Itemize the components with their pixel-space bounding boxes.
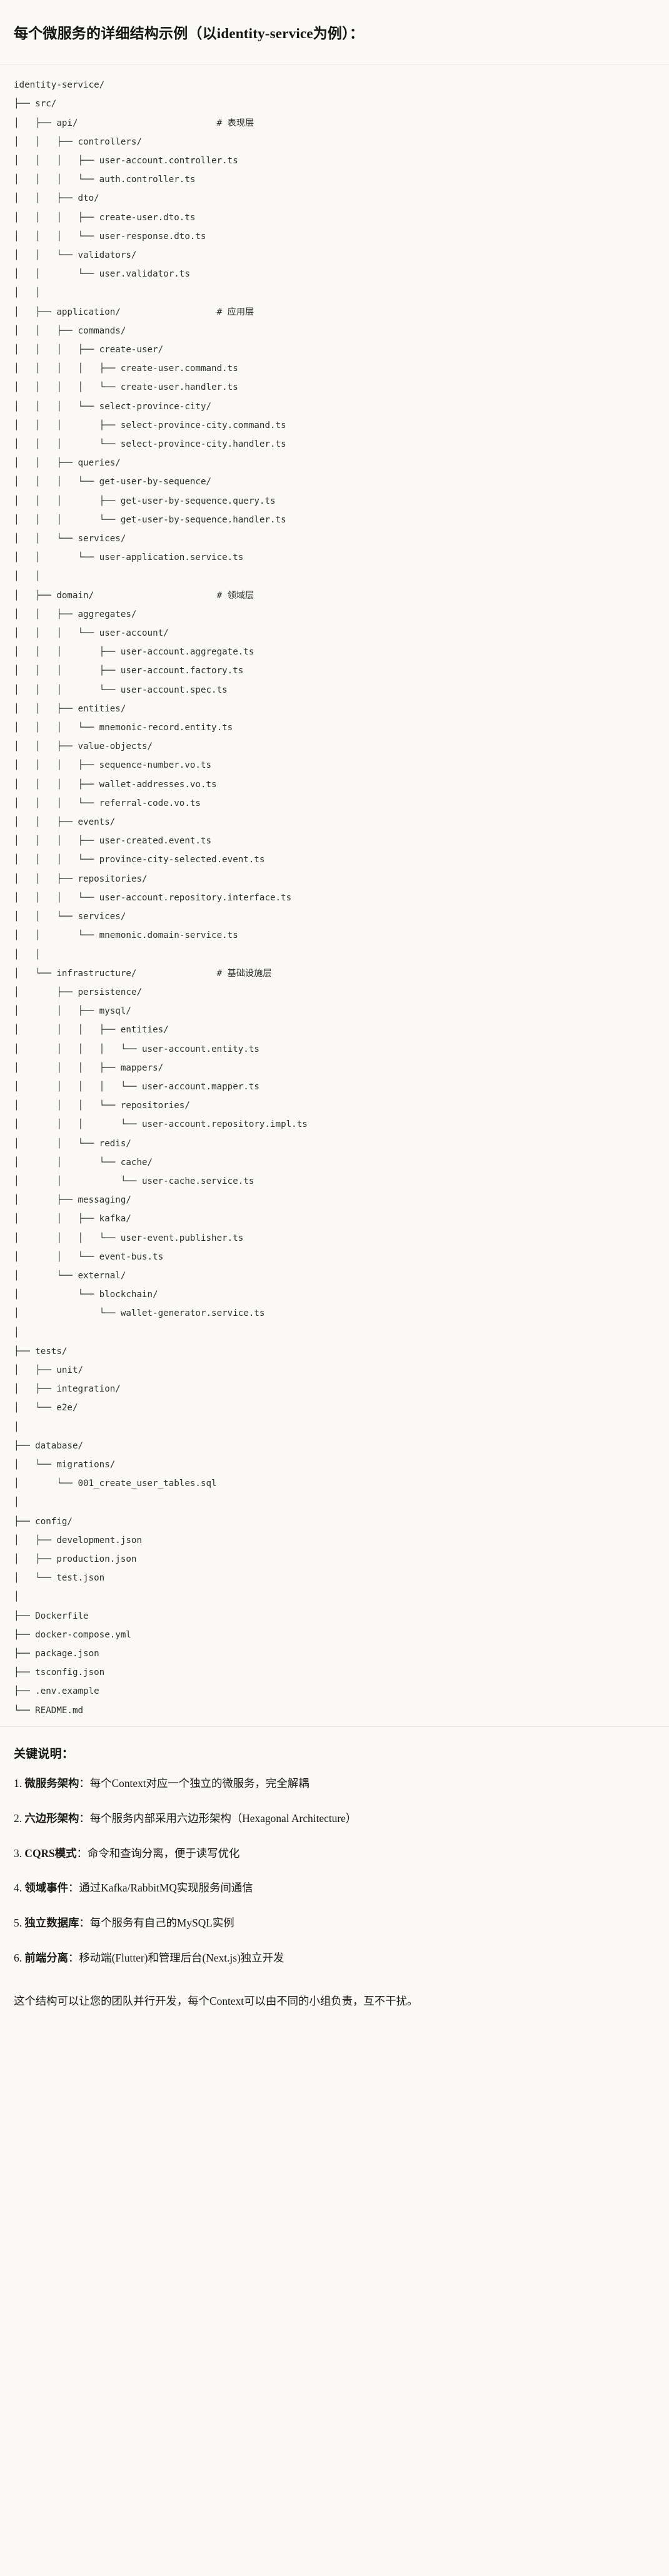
key-notes-list: 微服务架构：每个Context对应一个独立的微服务，完全解耦六边形架构：每个服务… <box>14 1775 655 1967</box>
key-note-term: CQRS模式 <box>24 1846 77 1860</box>
key-notes-heading: 关键说明： <box>14 1747 74 1761</box>
closing-paragraph: 这个结构可以让您的团队并行开发，每个Context可以由不同的小组负责，互不干扰… <box>14 1994 418 2007</box>
key-notes-section: 关键说明： 微服务架构：每个Context对应一个独立的微服务，完全解耦六边形架… <box>0 1727 669 1988</box>
key-note-term: 独立数据库 <box>24 1917 79 1930</box>
key-note-separator: ： <box>68 1952 79 1965</box>
tree-divider <box>0 1726 669 1727</box>
key-note-term: 六边形架构 <box>24 1811 79 1825</box>
key-note-description: 移动端(Flutter)和管理后台(Next.js)独立开发 <box>79 1952 284 1965</box>
key-note-description: 每个服务有自己的MySQL实例 <box>89 1917 234 1930</box>
key-note-item: 前端分离：移动端(Flutter)和管理后台(Next.js)独立开发 <box>14 1950 655 1967</box>
page-title: 每个微服务的详细结构示例（以identity-service为例）： <box>14 26 365 42</box>
bottom-spacer <box>0 2027 669 2033</box>
directory-tree: identity-service/ ├── src/ │ ├── api/ # … <box>14 80 308 1716</box>
key-note-item: 微服务架构：每个Context对应一个独立的微服务，完全解耦 <box>14 1775 655 1793</box>
key-note-term: 领域事件 <box>24 1881 68 1895</box>
key-note-term: 微服务架构 <box>24 1776 79 1789</box>
key-note-separator: ： <box>68 1881 79 1895</box>
key-note-description: 每个服务内部采用六边形架构（Hexagonal Architecture） <box>89 1811 357 1825</box>
key-note-item: 领域事件：通过Kafka/RabbitMQ实现服务间通信 <box>14 1880 655 1897</box>
key-note-separator: ： <box>79 1811 90 1825</box>
directory-tree-block: identity-service/ ├── src/ │ ├── api/ # … <box>0 64 669 1726</box>
document-page: 每个微服务的详细结构示例（以identity-service为例）： ident… <box>0 9 669 2033</box>
key-note-separator: ： <box>79 1776 90 1789</box>
key-note-separator: ： <box>79 1917 90 1930</box>
key-note-item: CQRS模式：命令和查询分离，便于读写优化 <box>14 1845 655 1863</box>
key-note-description: 每个Context对应一个独立的微服务，完全解耦 <box>89 1776 309 1789</box>
key-note-description: 通过Kafka/RabbitMQ实现服务间通信 <box>79 1881 253 1895</box>
key-note-term: 前端分离 <box>24 1952 68 1965</box>
key-note-separator: ： <box>76 1846 88 1860</box>
key-note-item: 独立数据库：每个服务有自己的MySQL实例 <box>14 1915 655 1932</box>
key-note-description: 命令和查询分离，便于读写优化 <box>87 1846 240 1860</box>
key-note-item: 六边形架构：每个服务内部采用六边形架构（Hexagonal Architectu… <box>14 1810 655 1828</box>
